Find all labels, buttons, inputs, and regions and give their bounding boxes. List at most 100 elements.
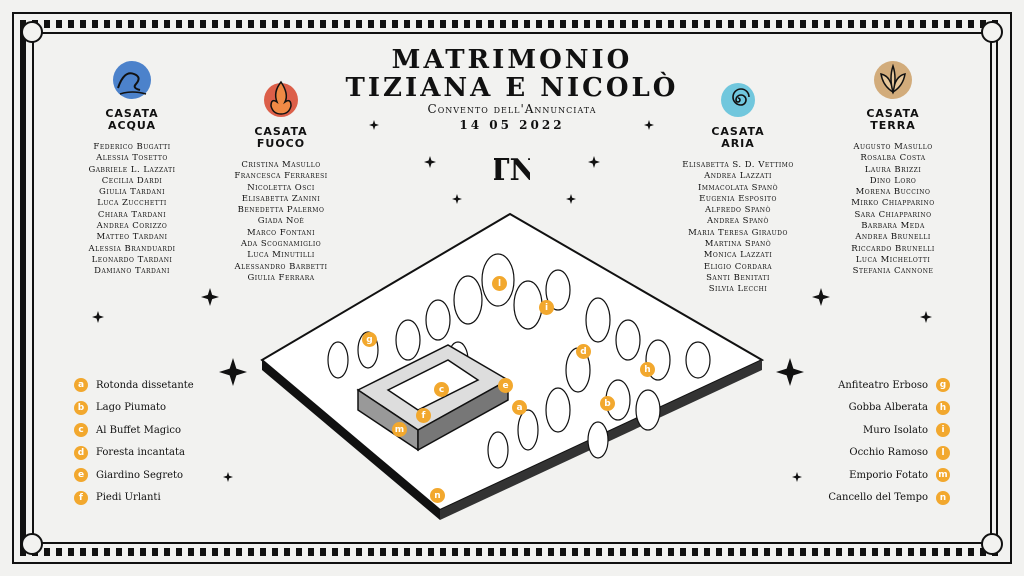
legend-label: Lago Piumato bbox=[96, 402, 167, 414]
star-icon bbox=[920, 311, 932, 323]
legend-badge: i bbox=[936, 423, 950, 438]
legend-badge: d bbox=[74, 445, 88, 460]
guest-name: Benedetta Palermo bbox=[237, 205, 325, 216]
guest-name: Matteo Tardani bbox=[96, 232, 168, 243]
guest-name: Luca Zucchetti bbox=[97, 198, 167, 209]
guest-name: Marco Fontani bbox=[247, 227, 315, 238]
title-line-2: TIZIANA E NICOLÒ bbox=[345, 73, 679, 103]
map-marker[interactable]: m bbox=[392, 422, 407, 437]
star-icon bbox=[92, 311, 104, 323]
guest-list-fuoco: Cristina Masullo Francesca Ferraresi Nic… bbox=[216, 160, 346, 284]
guest-name: Barbara Meda bbox=[861, 221, 925, 232]
inner-border bbox=[32, 32, 992, 544]
star-icon bbox=[223, 472, 233, 482]
house-aria: CASATA ARIA Elisabetta S. D. Vettimo And… bbox=[668, 76, 808, 296]
guest-name: Gabriele L. Lazzati bbox=[88, 164, 176, 175]
map-marker[interactable]: c bbox=[434, 382, 449, 397]
house-title: CASATA TERRA bbox=[866, 107, 920, 132]
star-icon bbox=[424, 156, 436, 168]
guest-name: Mirko Chiapparino bbox=[851, 198, 935, 209]
guest-name: Cecilia Dardi bbox=[101, 175, 163, 186]
guest-name: Elisabetta Zanini bbox=[241, 193, 321, 204]
map-marker[interactable]: g bbox=[362, 332, 377, 347]
map-marker[interactable]: h bbox=[640, 362, 655, 377]
guest-name: Alessandro Barbetti bbox=[234, 261, 328, 272]
guest-name: Monica Lazzati bbox=[703, 250, 773, 261]
map-marker[interactable]: e bbox=[498, 378, 513, 393]
legend-badge: m bbox=[936, 468, 950, 483]
map-marker[interactable]: n bbox=[430, 488, 445, 503]
monogram-logo: TN bbox=[494, 153, 530, 188]
guest-name: Riccardo Brunelli bbox=[851, 243, 935, 254]
legend-badge: f bbox=[74, 490, 88, 505]
guest-name: Elisabetta S. D. Vettimo bbox=[682, 160, 794, 170]
guest-list-acqua: Federico Bugatti Alessia Tosetto Gabriel… bbox=[62, 142, 202, 278]
house-acqua: CASATA ACQUA Federico Bugatti Alessia To… bbox=[62, 58, 202, 278]
event-date: 14 05 2022 bbox=[459, 118, 565, 132]
corner-ornament-top-left bbox=[21, 21, 43, 43]
water-wave-icon bbox=[113, 61, 151, 99]
venue-map: l i g d h c e a b f m n bbox=[258, 210, 766, 520]
guest-name: Alessia Tosetto bbox=[96, 153, 168, 164]
guest-name: Leonardo Tardani bbox=[91, 254, 173, 265]
map-marker[interactable]: f bbox=[416, 408, 431, 423]
legend-badge: b bbox=[74, 400, 88, 415]
guest-name: Federico Bugatti bbox=[93, 142, 171, 152]
guest-name: Chiara Tardani bbox=[97, 209, 167, 220]
earth-leaf-icon bbox=[874, 61, 912, 99]
guest-name: Alessia Branduardi bbox=[88, 243, 176, 254]
guest-list-aria: Elisabetta S. D. Vettimo Andrea Lazzati … bbox=[668, 160, 808, 296]
guest-name: Andrea Corizzo bbox=[96, 221, 168, 232]
house-title: CASATA FUOCO bbox=[254, 125, 308, 150]
guest-name: Andrea Brunelli bbox=[855, 232, 931, 243]
legend-badge: e bbox=[74, 468, 88, 483]
guest-name: Eligio Cordara bbox=[703, 261, 773, 272]
guest-name: Francesca Ferraresi bbox=[234, 171, 328, 182]
outer-border bbox=[12, 12, 1012, 564]
guest-name: Ada Scognamiglio bbox=[240, 239, 322, 250]
guest-name: Immacolata Spanò bbox=[698, 182, 778, 193]
legend-label: Gobba Alberata bbox=[848, 402, 928, 414]
legend-label: Rotonda dissetante bbox=[96, 379, 194, 391]
guest-name: Giulia Ferrara bbox=[247, 272, 315, 283]
guest-name: Giulia Tardani bbox=[99, 187, 165, 198]
guest-name: Luca Minutilli bbox=[247, 250, 315, 261]
guest-name: Alfredo Spanò bbox=[705, 205, 771, 216]
guest-name: Silvia Lecchi bbox=[708, 284, 768, 295]
corner-ornament-top-right bbox=[981, 21, 1003, 43]
guest-name: Andrea Spanò bbox=[707, 216, 769, 227]
map-marker[interactable]: i bbox=[539, 300, 554, 315]
star-icon bbox=[369, 120, 379, 130]
house-title: CASATA ACQUA bbox=[105, 107, 159, 132]
legend-label: Al Buffet Magico bbox=[96, 424, 182, 436]
legend-label: Giardino Segreto bbox=[96, 469, 184, 481]
map-marker[interactable]: l bbox=[492, 276, 507, 291]
star-icon bbox=[566, 194, 576, 204]
guest-name: Augusto Masullo bbox=[853, 142, 933, 152]
map-marker[interactable]: d bbox=[576, 344, 591, 359]
map-marker[interactable]: b bbox=[600, 396, 615, 411]
star-icon bbox=[776, 358, 804, 386]
star-icon bbox=[644, 120, 654, 130]
house-title: CASATA ARIA bbox=[711, 125, 765, 150]
air-swirl-icon bbox=[721, 83, 755, 117]
star-icon bbox=[812, 288, 830, 306]
map-marker[interactable]: a bbox=[512, 400, 527, 415]
legend-label: Anfiteatro Erboso bbox=[838, 379, 928, 391]
legend-item: b Lago Piumato bbox=[74, 397, 234, 420]
guest-name: Martina Spanò bbox=[704, 239, 772, 250]
guest-name: Santi Benitati bbox=[706, 272, 770, 283]
legend-label: Cancello del Tempo bbox=[828, 492, 928, 504]
guest-name: Laura Brizzi bbox=[864, 164, 922, 175]
fire-flame-icon bbox=[264, 80, 298, 117]
corner-ornament-bottom-left bbox=[21, 533, 43, 555]
legend-badge: h bbox=[936, 400, 950, 415]
